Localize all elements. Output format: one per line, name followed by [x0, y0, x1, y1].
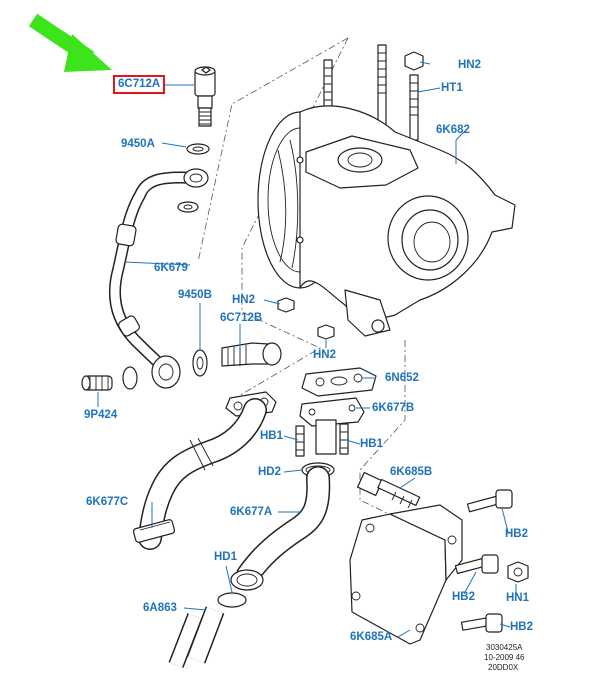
- sealing-washers-9450a: [177, 143, 210, 213]
- washers-9450b: [122, 349, 208, 390]
- part-label-6c712b: 6C712B: [220, 312, 263, 324]
- part-label-9450a: 9450A: [121, 138, 155, 150]
- oil-filter-9p424: [81, 375, 113, 391]
- reference-code: 3030425A: [486, 643, 523, 652]
- pointer-arrow-icon: [28, 13, 112, 72]
- part-label-hn2-left: HN2: [232, 294, 256, 306]
- gasket-6n652: [301, 367, 377, 397]
- leader-lines: [97, 61, 517, 638]
- oil-return-hose-6k677a: [230, 466, 331, 591]
- part-label-6k677a: 6K677A: [230, 506, 273, 518]
- part-label-hd2: HD2: [258, 466, 282, 478]
- part-label-hn2-lower: HN2: [313, 349, 337, 361]
- hollow-bolt-6c712a: [194, 66, 216, 127]
- part-label-6k679: 6K679: [154, 262, 188, 274]
- banjo-bolt-6c712b: [221, 342, 282, 367]
- studs-ht1: [323, 44, 424, 141]
- hose-clip-hd1: [217, 592, 247, 608]
- nuts-hn2: [277, 297, 335, 340]
- flange-6k677b: [299, 397, 365, 455]
- part-label-ht1: HT1: [441, 82, 463, 94]
- reference-date: 10-2009 46: [484, 653, 525, 662]
- part-label-9p424: 9P424: [84, 409, 118, 421]
- turbocharger-6k682: [257, 105, 516, 337]
- oil-feed-pipe-6k679: [109, 168, 209, 389]
- bolts-hb1: [295, 423, 349, 457]
- part-label-hd1: HD1: [214, 551, 238, 563]
- bracket-6k685a: [349, 504, 463, 645]
- bolt-6k685b: [356, 471, 421, 509]
- part-label-6n652: 6N652: [385, 372, 419, 384]
- part-label-9450b: 9450B: [178, 289, 212, 301]
- part-label-6k685a: 6K685A: [350, 631, 393, 643]
- part-label-6k677b: 6K677B: [372, 402, 415, 414]
- part-label-6k685b: 6K685B: [390, 466, 433, 478]
- part-label-6c712a: 6C712A: [113, 75, 166, 94]
- part-label-hn2-top: HN2: [458, 59, 482, 71]
- reference-engine: 20DD0X: [488, 663, 519, 672]
- part-label-6k677c: 6K677C: [86, 496, 129, 508]
- part-label-6a863: 6A863: [143, 602, 177, 614]
- oil-return-pipe-6k677c: [132, 391, 277, 550]
- part-label-hb2-upper: HB2: [505, 528, 529, 540]
- bolts-hb2: [454, 489, 513, 633]
- part-label-hn1: HN1: [506, 592, 530, 604]
- sump-tube-6a863: [168, 606, 225, 668]
- part-label-6k682: 6K682: [436, 124, 470, 136]
- part-label-hb1-left: HB1: [260, 430, 284, 442]
- part-label-hb1-right: HB1: [360, 438, 384, 450]
- nut-hn1: [507, 561, 529, 583]
- part-label-hb2-lower: HB2: [510, 621, 534, 633]
- part-label-hb2-middle: HB2: [452, 591, 476, 603]
